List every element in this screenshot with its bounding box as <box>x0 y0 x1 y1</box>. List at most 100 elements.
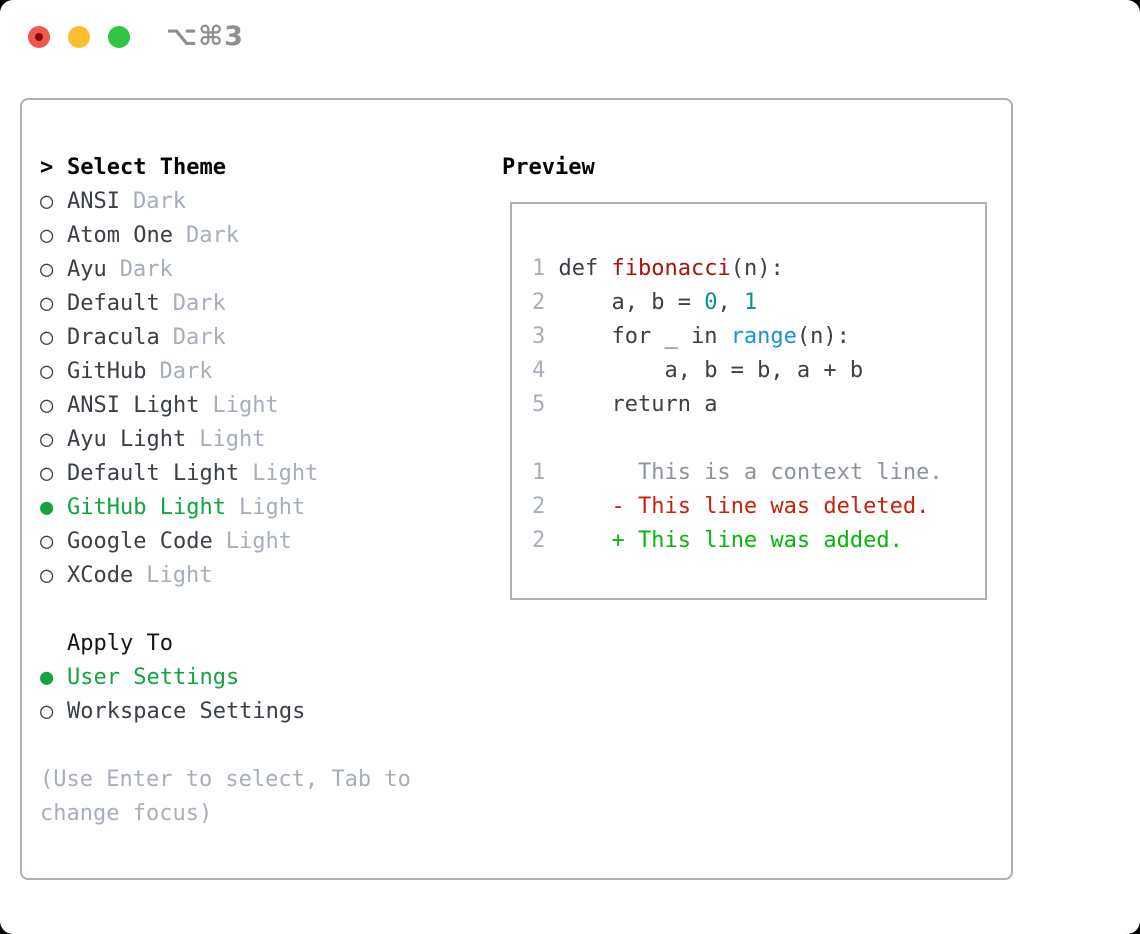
theme-variant: Light <box>212 393 279 418</box>
code-token: fibonacci <box>611 256 731 281</box>
theme-variant: Dark <box>119 257 173 282</box>
line-number: 3 <box>532 324 546 349</box>
code-token: (n): <box>730 256 784 281</box>
theme-option-dracula-dark[interactable]: ○ Dracula Dark <box>40 321 411 355</box>
theme-variant: Dark <box>172 325 226 350</box>
theme-variant: Light <box>238 495 306 520</box>
theme-option-xcode[interactable]: ○ XCode Light <box>40 559 411 593</box>
theme-name: Google Code <box>67 529 213 554</box>
window-shortcut-label: ⌥⌘3 <box>166 21 244 52</box>
apply-option-workspace-settings[interactable]: ○ Workspace Settings <box>40 695 411 729</box>
theme-name: XCode <box>67 563 134 588</box>
code-token: range <box>730 324 797 349</box>
theme-name: Atom One <box>67 223 173 248</box>
radio-icon: ○ <box>40 325 54 350</box>
code-line: 3 for _ in range(n): <box>532 320 985 354</box>
theme-name: GitHub Light <box>67 495 226 520</box>
code-line: 2 a, b = 0, 1 <box>532 286 985 320</box>
select-theme-header: > Select Theme <box>40 151 411 185</box>
list-gap <box>40 729 411 763</box>
code-line: 5 return a <box>532 388 985 422</box>
list-gap <box>40 593 411 627</box>
theme-option-google-code[interactable]: ○ Google Code Light <box>40 525 411 559</box>
line-number: 5 <box>532 392 546 417</box>
apply-option-user-settings[interactable]: ● User Settings <box>40 661 411 695</box>
theme-name: Ayu Light <box>67 427 187 452</box>
theme-name: ANSI Light <box>67 393 200 418</box>
help-text-line-2: change focus) <box>40 801 213 826</box>
line-number: 1 <box>532 460 546 485</box>
theme-option-default-light[interactable]: ○ Default Light Light <box>40 457 411 491</box>
code-line: 2 + This line was added. <box>532 524 985 558</box>
theme-variant: Dark <box>172 291 226 316</box>
radio-icon: ○ <box>40 529 54 554</box>
code-token: (n): <box>796 324 850 349</box>
theme-option-ansi-light[interactable]: ○ ANSI Light Light <box>40 389 411 423</box>
apply-option-label: User Settings <box>67 665 240 690</box>
theme-list: > Select Theme ○ ANSI Dark ○ Atom One Da… <box>40 151 411 831</box>
code-token: 1 <box>743 290 758 315</box>
apply-to-title: Apply To <box>67 631 173 656</box>
theme-variant: Light <box>146 563 213 588</box>
radio-icon: ○ <box>40 257 54 282</box>
radio-icon: ○ <box>40 223 54 248</box>
line-number: 2 <box>532 528 546 553</box>
code-token: This is a context line. <box>545 460 943 485</box>
apply-to-header: Apply To <box>40 627 411 661</box>
theme-name: Ayu <box>67 257 107 282</box>
theme-name: GitHub <box>67 359 147 384</box>
radio-selected-icon: ● <box>40 665 54 690</box>
help-text-line-1: (Use Enter to select, Tab to <box>40 767 411 792</box>
theme-option-ayu-dark[interactable]: ○ Ayu Dark <box>40 253 411 287</box>
theme-name: Default <box>67 291 160 316</box>
code-line: 4 a, b = b, a + b <box>532 354 985 388</box>
theme-option-ansi-dark[interactable]: ○ ANSI Dark <box>40 185 411 219</box>
theme-option-default-dark[interactable]: ○ Default Dark <box>40 287 411 321</box>
code-token: a, b = <box>545 290 705 315</box>
titlebar: ⌥⌘3 <box>0 0 1140 74</box>
theme-option-ayu-light[interactable]: ○ Ayu Light Light <box>40 423 411 457</box>
line-number: 2 <box>532 494 546 519</box>
theme-name: Dracula <box>67 325 160 350</box>
empty-marker <box>40 627 54 661</box>
radio-icon: ○ <box>40 563 54 588</box>
theme-option-github-dark[interactable]: ○ GitHub Dark <box>40 355 411 389</box>
radio-icon: ○ <box>40 393 54 418</box>
code-token <box>545 494 611 519</box>
code-token: , <box>717 290 744 315</box>
radio-icon: ○ <box>40 291 54 316</box>
line-number: 4 <box>532 358 546 383</box>
close-button[interactable] <box>28 26 50 48</box>
zoom-button[interactable] <box>108 26 130 48</box>
theme-variant: Light <box>252 461 319 486</box>
close-dot-icon <box>35 33 43 41</box>
radio-icon: ○ <box>40 359 54 384</box>
code-line <box>532 422 985 456</box>
window-controls <box>28 26 130 48</box>
preview-title: Preview <box>502 155 595 180</box>
theme-variant: Dark <box>185 223 239 248</box>
theme-selector-panel: > Select Theme ○ ANSI Dark ○ Atom One Da… <box>20 98 1013 880</box>
line-number: 1 <box>532 256 546 281</box>
code-token: 0 <box>704 290 718 315</box>
code-token <box>545 528 611 553</box>
theme-name: ANSI <box>67 189 120 214</box>
theme-variant: Light <box>225 529 292 554</box>
theme-option-atom-one-dark[interactable]: ○ Atom One Dark <box>40 219 411 253</box>
radio-icon: ○ <box>40 461 54 486</box>
theme-variant: Dark <box>159 359 213 384</box>
line-number: 2 <box>532 290 546 315</box>
radio-selected-icon: ● <box>40 495 54 520</box>
code-token: - This line was deleted. <box>611 494 930 519</box>
theme-option-github-light[interactable]: ● GitHub Light Light <box>40 491 411 525</box>
code-line: 2 - This line was deleted. <box>532 490 985 524</box>
code-token: def <box>545 256 612 281</box>
radio-icon: ○ <box>40 427 54 452</box>
radio-icon: ○ <box>40 699 54 724</box>
radio-icon: ○ <box>40 189 54 214</box>
minimize-button[interactable] <box>68 26 90 48</box>
